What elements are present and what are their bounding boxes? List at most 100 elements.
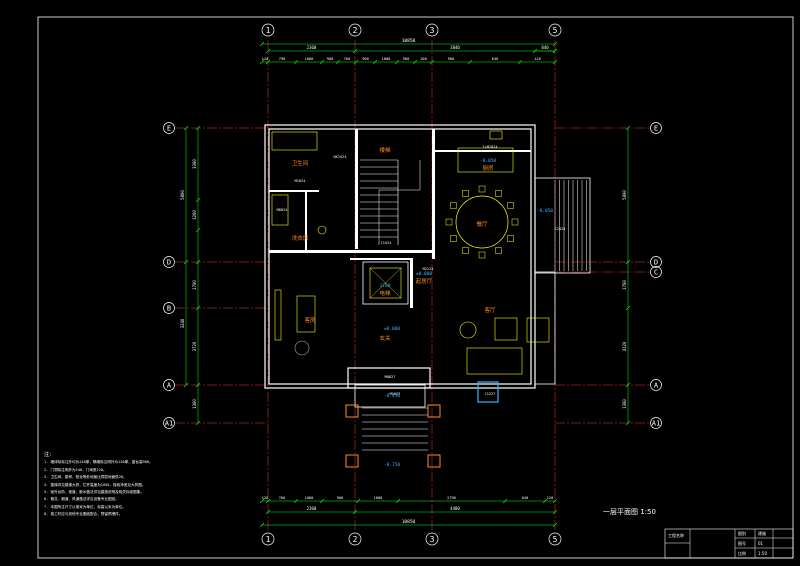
dimension-label: 900 <box>337 496 344 500</box>
axis-label: A <box>167 382 172 390</box>
dimension-label: 760 <box>279 496 286 500</box>
door-tag: C1227 <box>485 392 496 396</box>
axis-label: E <box>167 125 171 133</box>
level-mark: 1700 <box>380 283 391 289</box>
side-terrace <box>534 177 591 274</box>
dining-chair <box>478 185 486 193</box>
armchair <box>526 317 550 343</box>
dimension-tick <box>265 59 271 65</box>
axis-bubble <box>425 532 439 546</box>
axis-label: 1 <box>266 535 271 544</box>
axis-label: A <box>654 382 659 390</box>
dimension-label: 120 <box>262 496 269 500</box>
dimension-tick <box>542 498 548 504</box>
dimension-label: 840 <box>541 45 549 50</box>
dimension-tick <box>395 498 401 504</box>
axis-bubble <box>650 122 662 134</box>
elevator-cross <box>369 267 402 299</box>
dimension-tick <box>195 305 201 311</box>
dimension-tick <box>467 59 473 65</box>
note-line: 1. 墙体除标注外均为240厚，隔墙除注明外为120厚，窗台高900。 <box>44 460 153 465</box>
interior-wall <box>305 190 307 250</box>
dimension-label: 900 <box>327 57 334 61</box>
dimension-label: 3300 <box>192 159 197 169</box>
dimension-tick <box>552 41 558 47</box>
dimension-label: 640 <box>492 57 499 61</box>
dimension-tick <box>195 420 201 426</box>
door-tag: M0824 <box>277 208 288 212</box>
dimension-tick <box>517 59 523 65</box>
axis-bubble <box>163 417 175 429</box>
building-plan <box>264 124 591 468</box>
column <box>345 404 359 418</box>
room-label: 起居厅 <box>416 278 433 285</box>
interior-wall <box>432 129 435 259</box>
axis-bubble <box>548 23 562 37</box>
axis-label: D <box>167 259 171 267</box>
dimension-label: 3240 <box>180 318 185 328</box>
room-label: 洗衣房 <box>292 234 309 242</box>
dimension-tick <box>319 59 325 65</box>
room-label: 客厅 <box>484 306 496 314</box>
dimension-tick <box>372 59 378 65</box>
dimension-tick <box>259 59 265 65</box>
dining-chair <box>450 202 457 209</box>
dimension-tick <box>265 48 271 54</box>
dimension-tick <box>353 59 359 65</box>
axis-label: A1 <box>165 420 173 428</box>
interior-wall <box>410 258 413 308</box>
title-block-label: 图号 <box>738 541 746 546</box>
axis-label: D <box>654 259 658 267</box>
note-line: 7. 本图所注尺寸以毫米为单位，标高以米为单位。 <box>44 504 126 509</box>
dimension-tick <box>552 48 558 54</box>
room-labels: 卫生间厨房-0.050餐厅客房楼梯电梯1700起居厅±0.000玄关客厅洗衣房M… <box>277 145 566 468</box>
dining-chair <box>511 218 519 226</box>
interior-wall <box>355 250 435 253</box>
bay-window <box>534 271 556 385</box>
dimension-label: 120 <box>534 57 541 61</box>
dining-chair <box>478 251 486 259</box>
interior-wall <box>355 129 358 249</box>
column <box>345 454 359 468</box>
axis-bubble <box>261 532 275 546</box>
dimension-tick <box>319 498 325 504</box>
title-block-label: 比例 <box>738 551 746 556</box>
axis-label: A1 <box>652 420 660 428</box>
axis-bubble <box>348 532 362 546</box>
dimension-label: 1700 <box>192 280 197 290</box>
plant-icon <box>294 340 310 356</box>
bed <box>296 295 316 333</box>
drawing-title: 一层平面图 1:50 <box>603 508 656 516</box>
level-mark: ±0.000 <box>384 326 401 332</box>
dimension-label: 640 <box>522 496 529 500</box>
title-block-label: 图别 <box>738 531 746 536</box>
toilet <box>317 225 327 235</box>
armchair <box>494 317 518 341</box>
dimension-label: 760 <box>344 57 351 61</box>
dimension-tick <box>183 125 189 131</box>
interior-wall <box>269 250 355 253</box>
column <box>427 404 441 418</box>
dimension-label: 1000 <box>374 496 383 500</box>
room-label: 电梯 <box>379 289 391 297</box>
dining-chair <box>507 235 514 242</box>
dimension-label: 10850 <box>402 38 416 44</box>
door-tag: M2124 <box>423 267 434 271</box>
dimension-tick <box>502 498 508 504</box>
dimension-tick <box>265 498 271 504</box>
dimension-tick <box>195 382 201 388</box>
dimension-tick <box>195 227 201 233</box>
dimension-label: 2360 <box>307 45 317 50</box>
wall <box>268 128 532 385</box>
dimension-label: 1200 <box>192 210 197 220</box>
column <box>427 454 441 468</box>
dimension-tick <box>293 59 299 65</box>
room-label: 客房 <box>304 316 316 324</box>
dining-chair <box>495 247 502 254</box>
door-tag: TLM1824 <box>482 145 497 149</box>
room-label: 玄关 <box>379 334 391 342</box>
dimension-label: 4120 <box>622 341 627 351</box>
axis-bubble <box>650 266 662 278</box>
dimension-tick <box>552 498 558 504</box>
